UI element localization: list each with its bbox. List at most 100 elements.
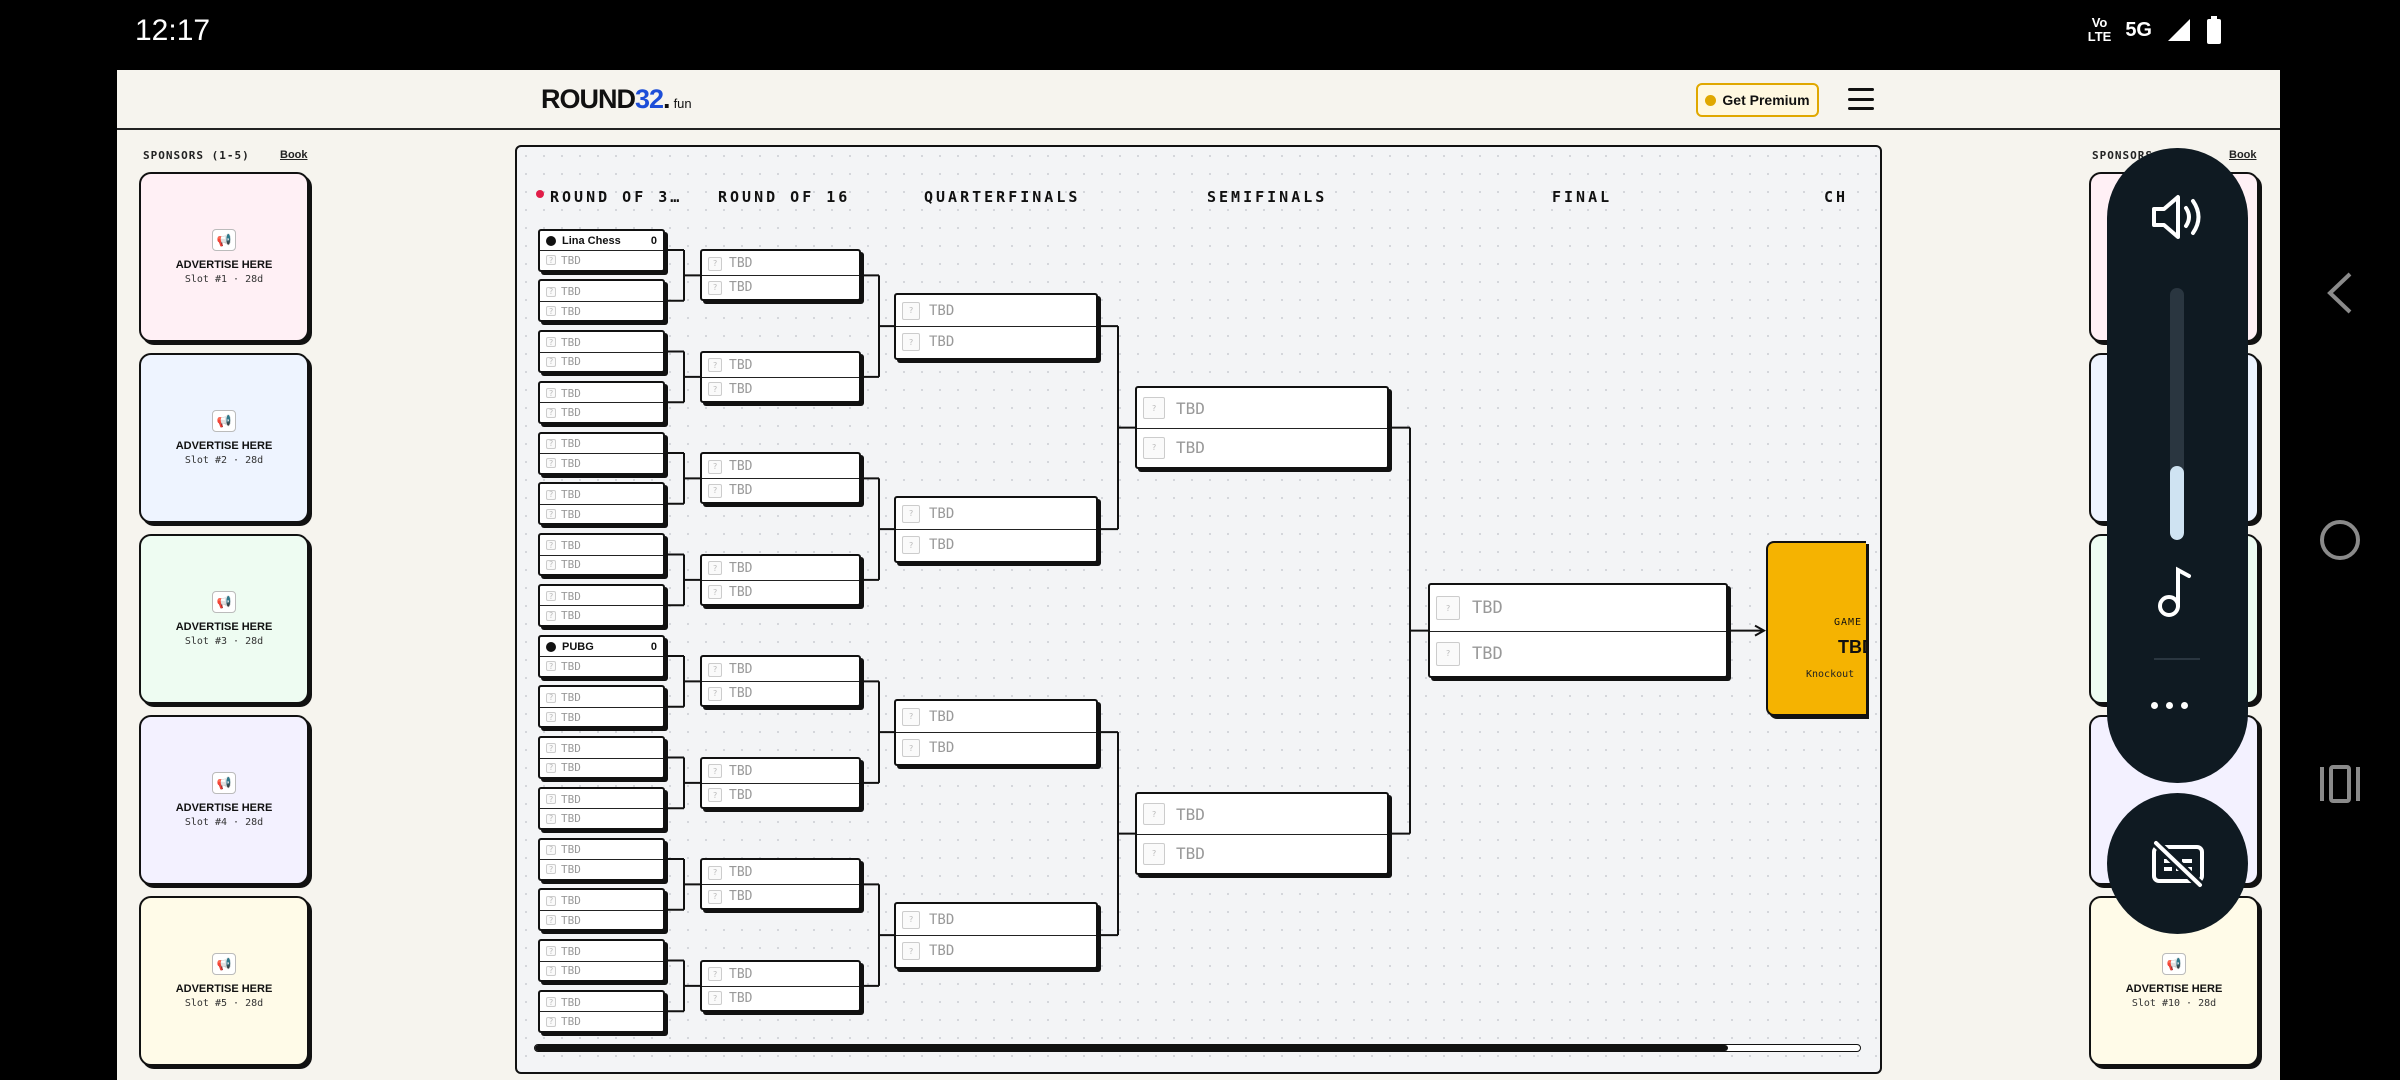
unknown-team-icon: ? (546, 337, 556, 348)
unknown-team-icon: ? (546, 692, 556, 703)
bracket-match[interactable]: ?TBD?TBD (700, 858, 861, 911)
unknown-team-icon: ? (708, 561, 722, 576)
recents-button[interactable] (2310, 754, 2370, 814)
tbd-label: TBD (561, 995, 581, 1009)
bracket-match[interactable]: ?TBD?TBD (538, 888, 665, 932)
site-logo[interactable]: ROUND32.fun (541, 84, 692, 115)
match-divider (540, 960, 663, 962)
match-divider (540, 859, 663, 860)
bracket-tbd-slot: ?TBD (540, 941, 663, 962)
bracket-match[interactable]: ?TBD?TBD (894, 495, 1098, 563)
megaphone-icon: 📢 (212, 591, 236, 613)
tbd-label: TBD (729, 459, 753, 475)
sponsor-slot-title: ADVERTISE HERE (175, 983, 273, 995)
bracket-tbd-slot: ?TBD (540, 656, 663, 677)
caption-off-icon (2151, 839, 2204, 888)
bracket-match[interactable]: ?TBD?TBD (894, 901, 1098, 969)
match-divider (540, 706, 663, 708)
bracket-match[interactable]: ?TBD?TBD (538, 279, 665, 323)
unknown-team-icon: ? (546, 844, 556, 855)
app-window: ROUND32.fun Get Premium SPONSORS (1-5) B… (117, 70, 2280, 1080)
back-chevron-icon (2327, 272, 2352, 314)
bracket-tbd-slot: ?TBD (1430, 585, 1726, 632)
tbd-label: TBD (929, 334, 955, 351)
match-divider (702, 782, 859, 784)
match-divider (896, 732, 1096, 734)
bracket-match[interactable]: ?TBD?TBD (538, 431, 665, 475)
bracket-match[interactable]: ?TBD?TBD (700, 249, 861, 302)
speaker-volume-icon[interactable] (2150, 192, 2206, 242)
unknown-team-icon: ? (902, 739, 920, 758)
megaphone-icon: 📢 (212, 410, 236, 432)
bracket-horizontal-scrollbar[interactable] (534, 1044, 1861, 1052)
unknown-team-icon: ? (1143, 397, 1165, 420)
bracket-match[interactable]: ?TBD?TBD (538, 533, 665, 576)
unknown-team-icon: ? (546, 591, 556, 601)
match-divider (540, 351, 663, 353)
tournament-bracket[interactable]: ROUND OF 3… ROUND OF 16 QUARTERFINALS SE… (515, 145, 1882, 1074)
unknown-team-icon: ? (546, 946, 556, 957)
bracket-match[interactable]: ?TBD?TBD (700, 959, 861, 1012)
bracket-tbd-slot: ?TBD (540, 301, 663, 322)
bracket-match[interactable]: ?TBD?TBD (700, 350, 861, 403)
round-header-quarterfinals: QUARTERFINALS (924, 188, 1081, 206)
bracket-match[interactable]: ?TBD?TBD (538, 736, 665, 779)
volume-slider[interactable] (2170, 288, 2184, 540)
match-divider (1430, 630, 1726, 632)
unknown-team-icon: ? (902, 707, 920, 726)
bracket-match[interactable]: ?TBD?TBD (894, 698, 1098, 766)
scrollbar-thumb[interactable] (535, 1045, 1728, 1051)
tbd-label: TBD (729, 662, 753, 678)
bracket-match[interactable]: ?TBD?TBD (1135, 792, 1389, 876)
bracket-tbd-slot: ?TBD (540, 992, 663, 1013)
bracket-tbd-slot: ?TBD (540, 383, 663, 404)
tbd-label: TBD (561, 741, 581, 755)
bracket-tbd-slot: ?TBD (540, 453, 663, 474)
bracket-match[interactable]: ?TBD?TBD (538, 837, 665, 881)
bracket-match[interactable]: ?TBD?TBD (538, 482, 665, 526)
unknown-team-icon: ? (708, 358, 722, 373)
live-caption-toggle[interactable] (2107, 793, 2248, 934)
more-options-icon[interactable] (2151, 702, 2188, 709)
match-divider (540, 605, 663, 607)
volume-slider-fill (2170, 465, 2184, 540)
bracket-match[interactable]: ?TBD?TBD (538, 786, 665, 830)
bracket-match[interactable]: ?TBD?TBD (894, 292, 1098, 360)
bracket-match[interactable]: ?TBD?TBD (1135, 386, 1389, 470)
bracket-match[interactable]: ?TBD?TBD (538, 330, 665, 373)
home-button[interactable] (2310, 510, 2370, 570)
bracket-match[interactable]: ?TBD?TBD (1428, 583, 1728, 679)
sponsor-slot-title: ADVERTISE HERE (2125, 983, 2223, 995)
bracket-match[interactable]: ?TBD?TBD (700, 655, 861, 708)
back-button[interactable] (2310, 263, 2370, 323)
sponsors-right-book-link[interactable]: Book (2229, 149, 2257, 161)
bracket-match[interactable]: ?TBD?TBD (700, 553, 861, 606)
bracket-tbd-slot: ?TBD (702, 454, 859, 479)
bracket-match[interactable]: ?TBD?TBD (538, 939, 665, 982)
bracket-match[interactable]: ?TBD?TBD (538, 380, 665, 424)
tbd-label: TBD (1176, 438, 1205, 458)
champion-name: TBD (1838, 637, 1866, 657)
unknown-team-icon: ? (1436, 596, 1460, 621)
bracket-match[interactable]: ?TBD?TBD (700, 452, 861, 505)
sponsors-left-book-link[interactable]: Book (280, 149, 308, 161)
hamburger-menu-icon[interactable] (1848, 88, 1874, 110)
premium-coin-icon (1705, 94, 1717, 106)
bracket-match[interactable]: ?TBD?TBD (700, 756, 861, 809)
music-note-icon[interactable] (2157, 566, 2197, 618)
unknown-team-icon: ? (546, 286, 556, 297)
bracket-match[interactable]: ?TBD?TBD (538, 989, 665, 1033)
champion-card[interactable]: GAME TBD Knockout (1766, 541, 1866, 716)
unknown-team-icon: ? (546, 407, 556, 418)
bracket-match[interactable]: ?TBD?TBD (538, 583, 665, 627)
round-header-semifinals: SEMIFINALS (1207, 188, 1328, 206)
get-premium-button[interactable]: Get Premium (1696, 83, 1819, 117)
bracket-match[interactable]: ?TBD?TBD (538, 685, 665, 729)
